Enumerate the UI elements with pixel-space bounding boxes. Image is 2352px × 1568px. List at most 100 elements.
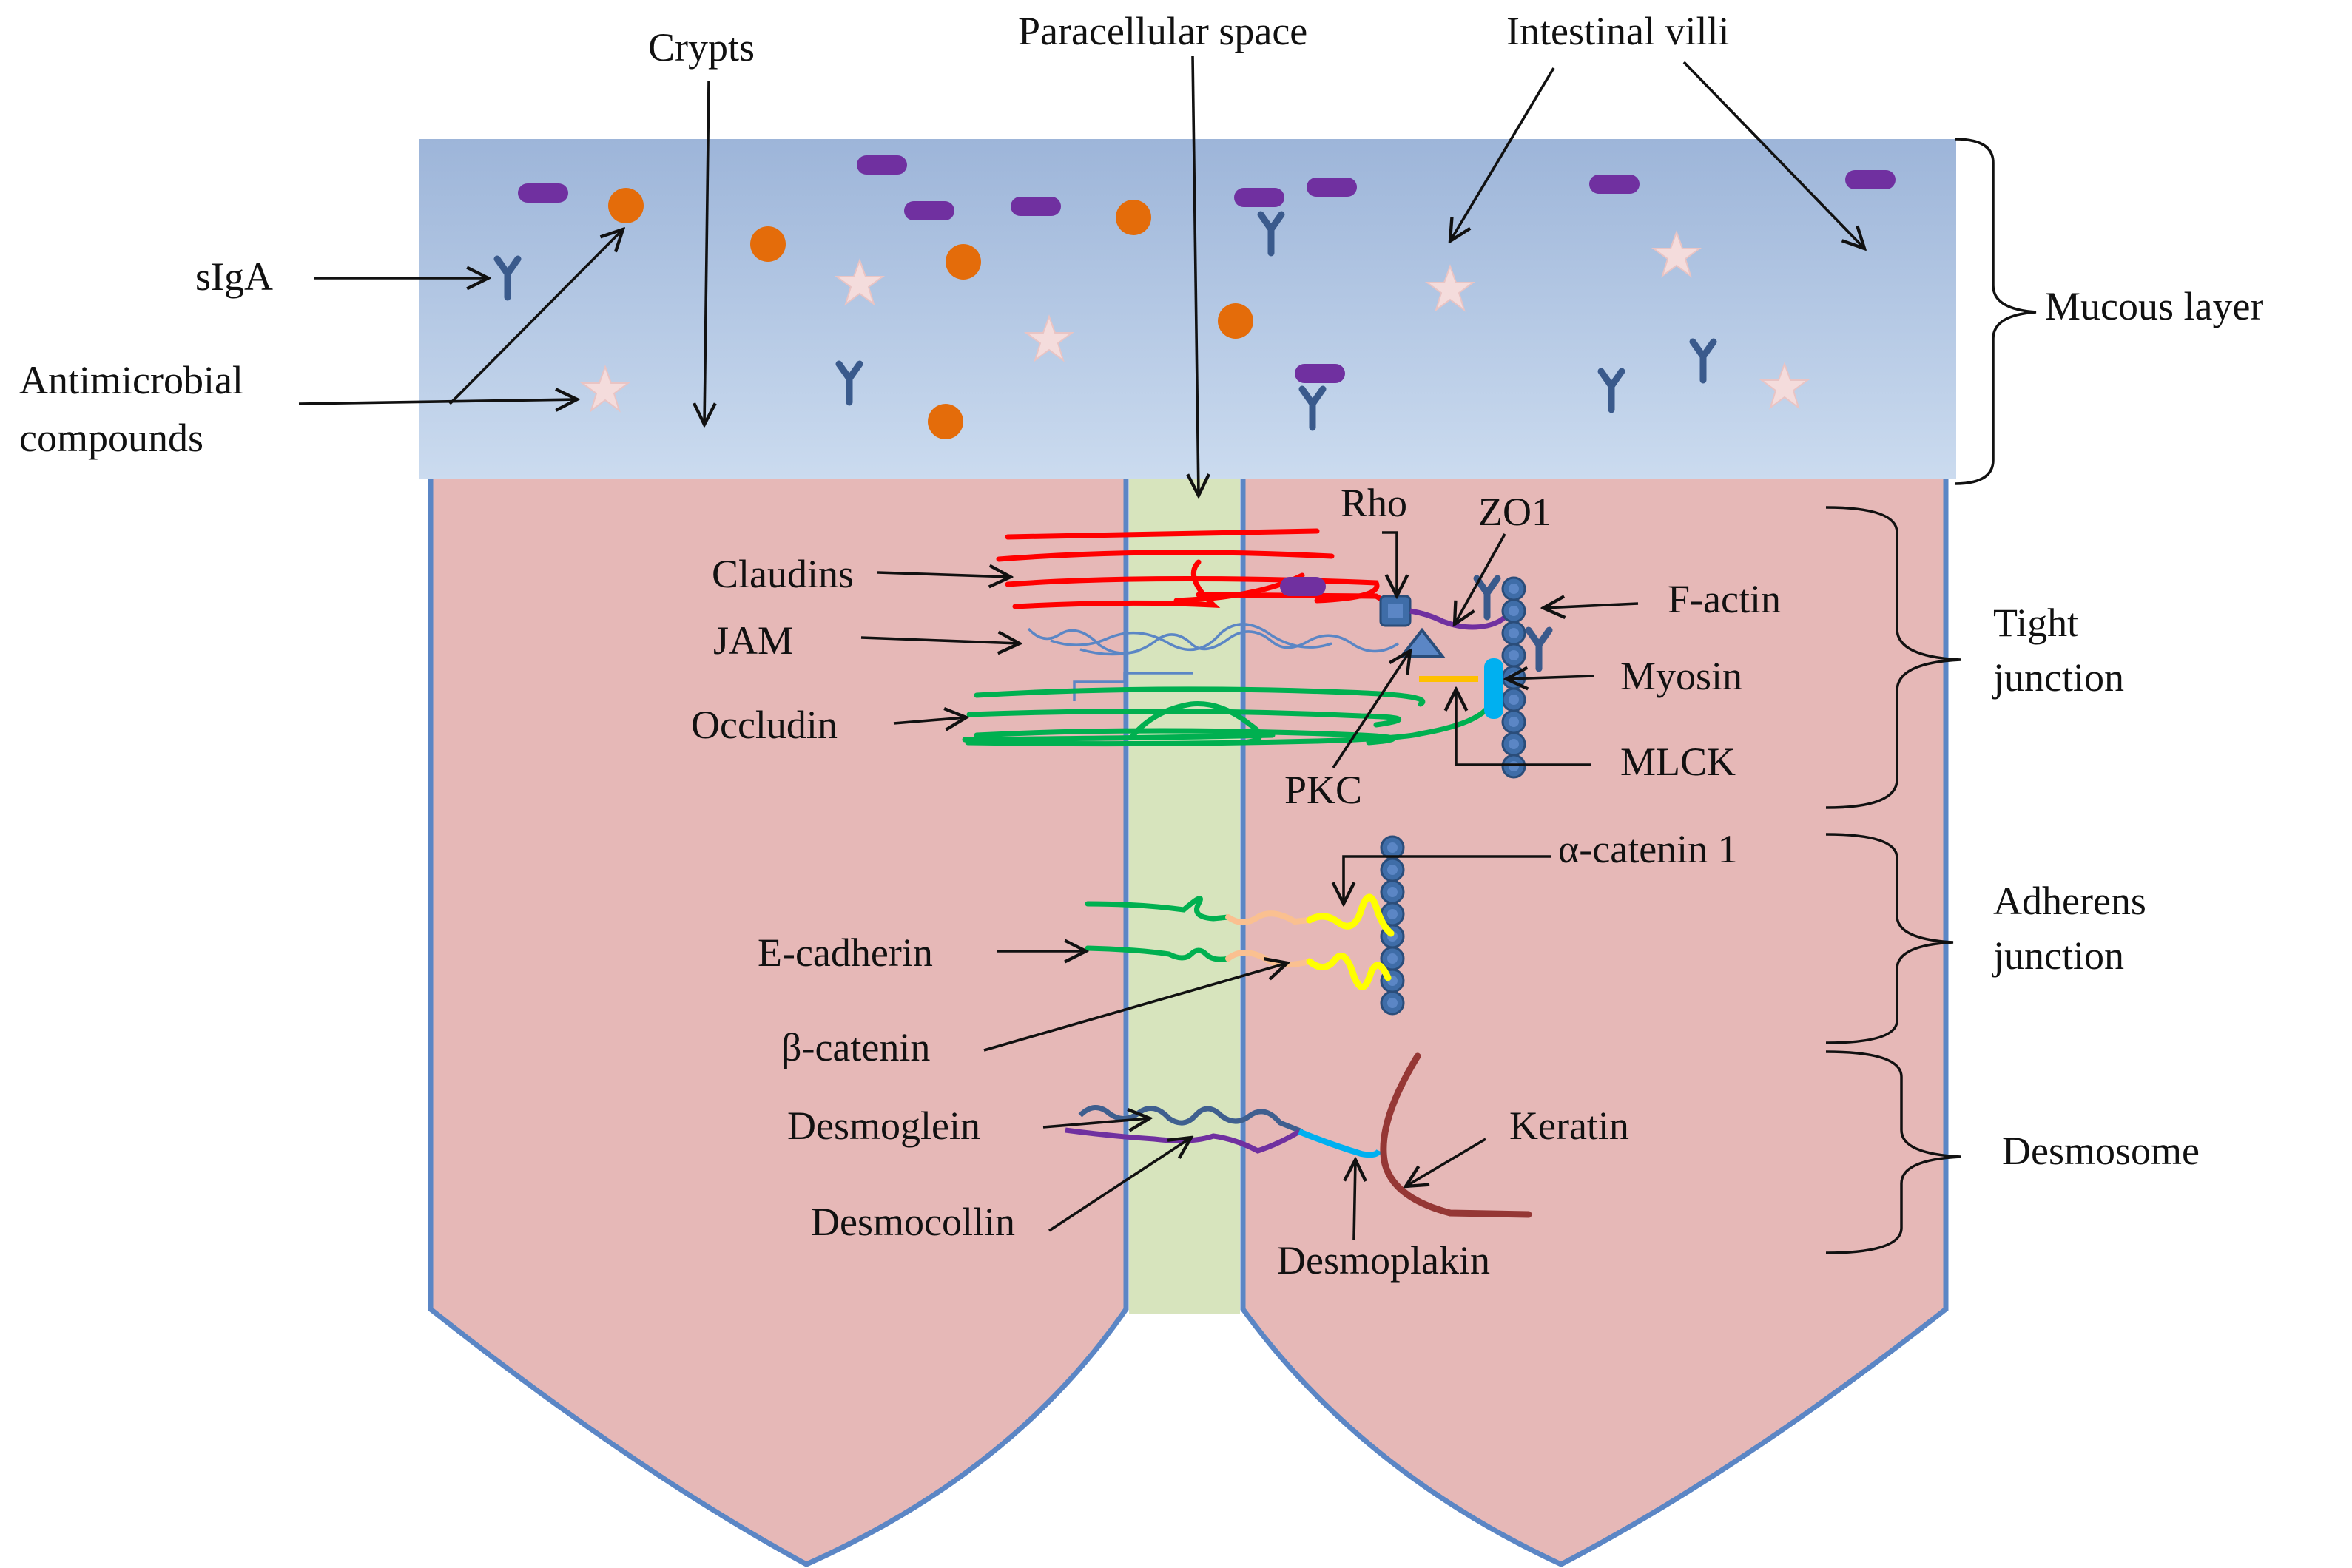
keratin-arrow [1406,1138,1486,1186]
label-occludin: Occludin [691,703,838,747]
pkc-arrow [1332,651,1410,768]
label-tight-junction-line1: Tight [1993,601,2078,645]
crypts-arrow [704,81,709,425]
actin-bead-icon [1501,598,1526,624]
actin-bead-icon [1380,879,1405,905]
rho-inner [1388,604,1403,618]
label-e-cadherin: E-cadherin [758,930,933,975]
right-braces [1825,138,2037,1254]
occludin-strands [962,686,1490,747]
mlck-arrow [1456,689,1591,766]
label-rho: Rho [1341,481,1407,525]
label-siga: sIgA [195,254,273,299]
occludin-arrow [893,717,966,723]
antimicrobial-peptide-bar-icon [1845,170,1896,189]
label-keratin: Keratin [1509,1104,1629,1148]
label-mlck: MLCK [1620,740,1736,784]
label-intestinal-villi: Intestinal villi [1506,9,1729,53]
tight-junction-brace [1825,506,1961,809]
desmocollin-arrow [1048,1138,1191,1232]
label-desmocollin: Desmocollin [811,1200,1015,1244]
antimicrobial-peptide-bar-icon [1307,178,1357,197]
antimicrobial-dot-icon [750,226,786,262]
desmoglein-strand [1078,1105,1304,1135]
antimicrobial-arrow-dot [448,229,623,405]
rho-arrow [1382,531,1397,596]
mucous-layer-brace [1954,138,2037,485]
zo1-arrow [1455,533,1506,624]
label-desmoplakin: Desmoplakin [1277,1238,1490,1283]
actin-bead-icon [1501,621,1526,646]
label-myosin: Myosin [1620,654,1742,698]
keratin-filament [1380,1052,1532,1218]
antimicrobial-dot-icon [946,244,981,280]
antimicrobial-arrow-star [298,399,577,404]
label-antimicrobial-line2: compounds [19,416,203,460]
mucous-layer-band [419,139,1956,479]
antimicrobial-peptide-bars [518,155,1896,383]
antimicrobial-dots [608,188,1253,439]
label-desmoglein: Desmoglein [787,1104,980,1148]
antimicrobial-dot-icon [608,188,644,223]
myosin-icon [1484,658,1503,719]
label-claudins: Claudins [712,552,854,596]
label-tight-junction-line2: junction [1992,655,2124,700]
antimicrobial-peptide-bar-icon [1295,364,1345,383]
labels: Crypts Paracellular space Intestinal vil… [19,9,2263,1283]
e-cadherin-strands [1085,896,1231,962]
actin-bead-icon [1501,709,1526,734]
label-arrows [298,55,1864,1240]
beta-catenin-arrow [983,963,1287,1052]
label-paracellular-space: Paracellular space [1018,9,1307,53]
desmoplakin-arrow [1354,1160,1355,1240]
desmoplakin-strand [1298,1129,1382,1158]
label-antimicrobial-line1: Antimicrobial [19,358,243,402]
actin-bead-icon [1380,990,1405,1016]
label-beta-catenin: β-catenin [781,1025,930,1069]
actin-bead-icon [1501,643,1526,668]
f-actin-arrow [1543,604,1639,608]
label-f-actin: F-actin [1668,577,1781,621]
villi-arrow-left [1450,67,1555,241]
alpha-catenin-strands [1306,893,1395,990]
jam-strands [1027,623,1399,656]
left-epithelial-cell [428,479,1129,1567]
actin-bead-icon [1501,576,1526,601]
actin-bead-icon [1501,731,1526,757]
antimicrobial-peptide-bar-icon [904,201,954,220]
claudins-arrow [877,572,1011,577]
label-desmosome: Desmosome [2002,1129,2200,1173]
antimicrobial-dot-icon [1116,200,1151,235]
antimicrobial-peptide-bar-icon [857,155,907,175]
antimicrobial-peptide-bar-icon [518,183,568,203]
alpha-catenin-arrow [1344,855,1551,904]
actin-bead-icon [1380,857,1405,882]
label-mucous-layer: Mucous layer [2045,284,2263,328]
label-adherens-line2: junction [1992,933,2124,978]
antimicrobial-peptide-bar-icon [1234,188,1284,207]
actin-bead-icon [1501,687,1526,712]
desmoglein-arrow [1042,1118,1150,1127]
actin-bead-icon [1501,754,1526,779]
label-alpha-catenin: α-catenin 1 [1558,827,1738,871]
adherens-junction-brace [1825,833,1954,1044]
label-crypts: Crypts [648,25,755,70]
desmosome-brace [1825,1050,1961,1254]
right-epithelial-cell [1240,479,1949,1567]
antimicrobial-dot-icon [928,404,963,439]
jam-arrow [860,638,1020,643]
label-pkc: PKC [1284,768,1362,812]
antimicrobial-peptide-bar-icon [1011,197,1061,216]
antimicrobial-peptide-bar-icon [1589,175,1640,194]
antimicrobial-dot-icon [1218,303,1253,339]
label-zo1: ZO1 [1478,490,1551,534]
label-jam: JAM [713,618,793,663]
paracellular-arrow [1193,55,1199,496]
desmocollin-strand [1065,1127,1301,1154]
claudin-associated-bar [1280,577,1326,596]
villi-arrow-right [1682,61,1864,249]
paracellular-space-channel [1129,479,1240,1314]
label-adherens-line1: Adherens [1993,879,2146,923]
